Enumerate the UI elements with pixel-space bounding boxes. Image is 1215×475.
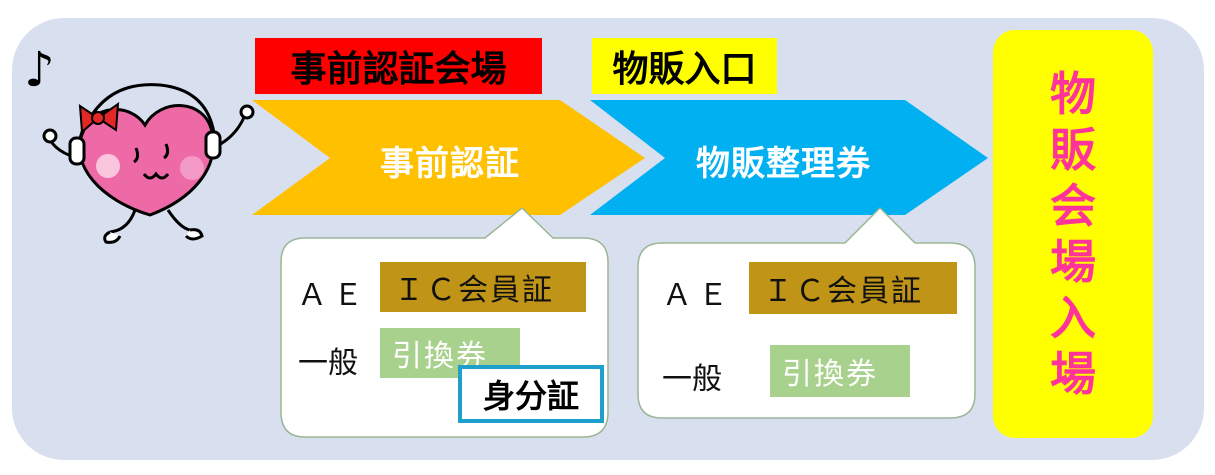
pre-auth-arrow-shape bbox=[252, 100, 645, 215]
entrance-char-5: 入 bbox=[1050, 291, 1096, 345]
right-exchange-ticket-chip: 引換券 bbox=[770, 345, 910, 397]
id-document-label: 身分証 bbox=[458, 365, 604, 423]
entrance-char-2: 販 bbox=[1050, 123, 1096, 177]
right-ae-label: ＡＥ bbox=[662, 278, 734, 313]
heart-mascot-with-headphones-icon bbox=[42, 83, 255, 244]
entrance-char-1: 物 bbox=[1050, 67, 1096, 121]
merch-ticket-arrow-shape bbox=[590, 100, 988, 215]
entrance-char-4: 場 bbox=[1050, 235, 1096, 289]
pre-auth-venue-label: 事前認証会場 bbox=[255, 38, 542, 94]
left-ae-label: ＡＥ bbox=[297, 278, 369, 313]
entrance-char-6: 場 bbox=[1050, 347, 1096, 401]
entrance-char-3: 会 bbox=[1050, 179, 1096, 233]
right-ae-ic-card-chip: ＩＣ会員証 bbox=[749, 262, 957, 314]
merch-entrance-label: 物販入口 bbox=[592, 38, 777, 94]
music-note-icon: ♪ bbox=[24, 42, 55, 98]
left-general-label: 一般 bbox=[298, 346, 358, 381]
merch-ticket-arrow-label: 物販整理券 bbox=[696, 144, 871, 184]
left-ae-ic-card-chip: ＩＣ会員証 bbox=[380, 262, 586, 312]
merch-venue-entrance-box: 物 販 会 場 入 場 bbox=[993, 30, 1153, 438]
pre-auth-arrow-label: 事前認証 bbox=[380, 144, 520, 184]
right-general-label: 一般 bbox=[662, 362, 722, 397]
